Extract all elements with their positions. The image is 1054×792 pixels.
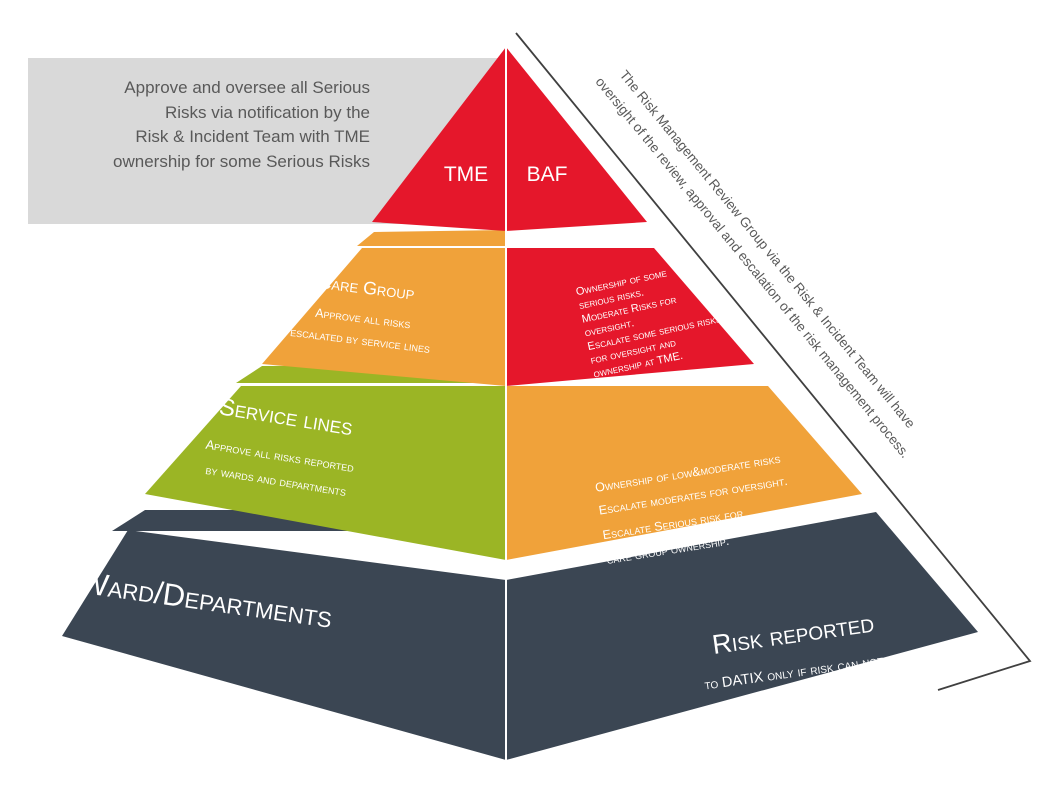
care-group-right-face <box>506 248 754 386</box>
baf-face <box>506 47 647 231</box>
right-note-line-1: The Risk Management Review Group via the… <box>617 67 918 431</box>
left-note-line: ownership for some Serious Risks <box>113 151 370 171</box>
left-note-line: Risk & Incident Team with TME <box>135 127 370 146</box>
service-lines-left-face <box>145 386 506 560</box>
service-lines-right-face <box>506 386 862 560</box>
left-note-line: Risks via notification by the <box>164 102 370 122</box>
baf-label: BAF <box>527 163 568 186</box>
tme-label: TME <box>444 163 488 186</box>
care-group-left-text: Care Group Approve all risks escalated b… <box>290 272 431 356</box>
right-bracket <box>515 32 1032 691</box>
tme-face <box>372 47 506 231</box>
left-note-text: Approve and oversee all Serious Risks vi… <box>40 76 370 174</box>
ward-right-face <box>506 512 978 760</box>
ward-left-face <box>62 530 506 760</box>
left-note-line: Approve and oversee all Serious <box>124 78 370 97</box>
top-tier-back-face <box>357 230 506 246</box>
care-group-left-face <box>262 248 506 386</box>
